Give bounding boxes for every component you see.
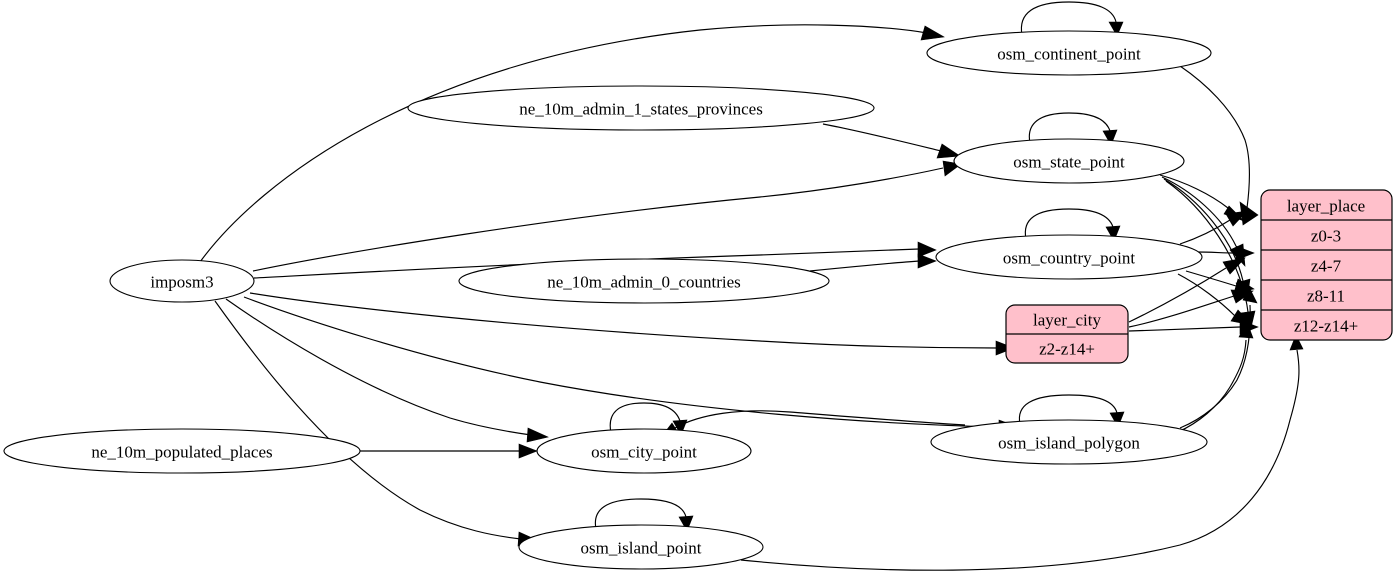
node-osm-state-point[interactable]: osm_state_point	[953, 138, 1185, 184]
edge-self-loop-osm-island-polygon	[1018, 394, 1125, 428]
edge-imposm3-to-osm-island-point	[214, 300, 540, 547]
edge-ne-populated-to-osm-city-point	[360, 443, 538, 459]
node-ne-states-label: ne_10m_admin_1_states_provinces	[519, 100, 763, 119]
node-layer: imposm3 ne_10m_admin_1_states_provinces …	[3, 30, 1212, 570]
edge-osm-country-point-to-layer-place-z12-z14	[1177, 273, 1253, 326]
edge-self-loop-osm-country-point	[1024, 208, 1121, 242]
node-osm-continent-point[interactable]: osm_continent_point	[926, 30, 1212, 76]
record-layer-place-row-z0-3[interactable]: z0-3	[1311, 227, 1341, 246]
record-layer-place-row-z12-z14[interactable]: z12-z14+	[1294, 317, 1358, 336]
edge-self-loop-osm-island-point	[594, 498, 694, 532]
node-osm-continent-point-label: osm_continent_point	[997, 45, 1141, 64]
node-ne-10m-admin-0-countries[interactable]: ne_10m_admin_0_countries	[458, 258, 830, 304]
edge-osm-island-polygon-to-layer-place-z8-11	[1179, 286, 1258, 429]
node-ne-10m-admin-1-states-provinces[interactable]: ne_10m_admin_1_states_provinces	[407, 85, 875, 131]
record-node-layer-city[interactable]: layer_city z2-z14+	[1005, 304, 1129, 364]
edge-imposm3-to-layer-city-row	[249, 292, 1015, 356]
record-node-layer-place[interactable]: layer_place z0-3 z4-7 z8-11 z12-z14+	[1260, 189, 1393, 341]
node-osm-country-point-label: osm_country_point	[1003, 249, 1135, 268]
node-ne-10m-populated-places[interactable]: ne_10m_populated_places	[3, 428, 361, 474]
node-osm-state-point-label: osm_state_point	[1013, 153, 1125, 172]
record-layer-place-row-z4-7[interactable]: z4-7	[1311, 257, 1342, 276]
edge-self-loop-osm-continent-point	[1020, 1, 1124, 37]
edge-ne-states-to-osm-state-point	[822, 123, 961, 159]
node-osm-island-point-label: osm_island_point	[581, 539, 702, 558]
node-osm-city-point-label: osm_city_point	[591, 443, 697, 462]
node-imposm3[interactable]: imposm3	[109, 259, 255, 303]
node-osm-island-point[interactable]: osm_island_point	[518, 524, 764, 570]
edge-ne-countries-to-osm-country-point	[809, 253, 937, 272]
edge-self-loop-osm-state-point	[1028, 112, 1118, 146]
edge-osm-island-point-to-layer-place-z12-z14	[740, 334, 1304, 571]
node-imposm3-label: imposm3	[150, 273, 213, 292]
node-osm-island-polygon-label: osm_island_polygon	[998, 434, 1140, 453]
node-osm-city-point[interactable]: osm_city_point	[536, 428, 752, 474]
node-osm-island-polygon[interactable]: osm_island_polygon	[930, 419, 1208, 465]
record-layer-place-row-z8-11[interactable]: z8-11	[1307, 287, 1345, 306]
record-node-layer: layer_city z2-z14+ layer_place z0-3 z4-7…	[1005, 189, 1393, 364]
edge-imposm3-to-osm-island-polygon	[243, 296, 1019, 435]
edge-imposm3-to-osm-city-point	[225, 298, 549, 443]
node-ne-countries-label: ne_10m_admin_0_countries	[547, 273, 741, 292]
record-layer-city-title: layer_city	[1033, 311, 1101, 330]
edge-imposm3-to-osm-continent-point	[199, 24, 945, 263]
edge-osm-country-point-to-layer-place-z0-3	[1179, 210, 1248, 245]
record-layer-place-title: layer_place	[1287, 197, 1365, 216]
edge-osm-country-point-to-layer-place-z4-7	[1196, 245, 1255, 261]
record-layer-city-row-z2-z14[interactable]: z2-z14+	[1039, 340, 1095, 359]
node-osm-country-point[interactable]: osm_country_point	[935, 234, 1203, 280]
edge-osm-island-polygon-to-layer-place-z12-z14	[1177, 321, 1254, 433]
edge-imposm3-to-osm-state-point	[252, 160, 962, 272]
edge-layer-city-to-layer-place-z4-7	[1128, 257, 1246, 323]
node-ne-populated-label: ne_10m_populated_places	[91, 443, 272, 462]
